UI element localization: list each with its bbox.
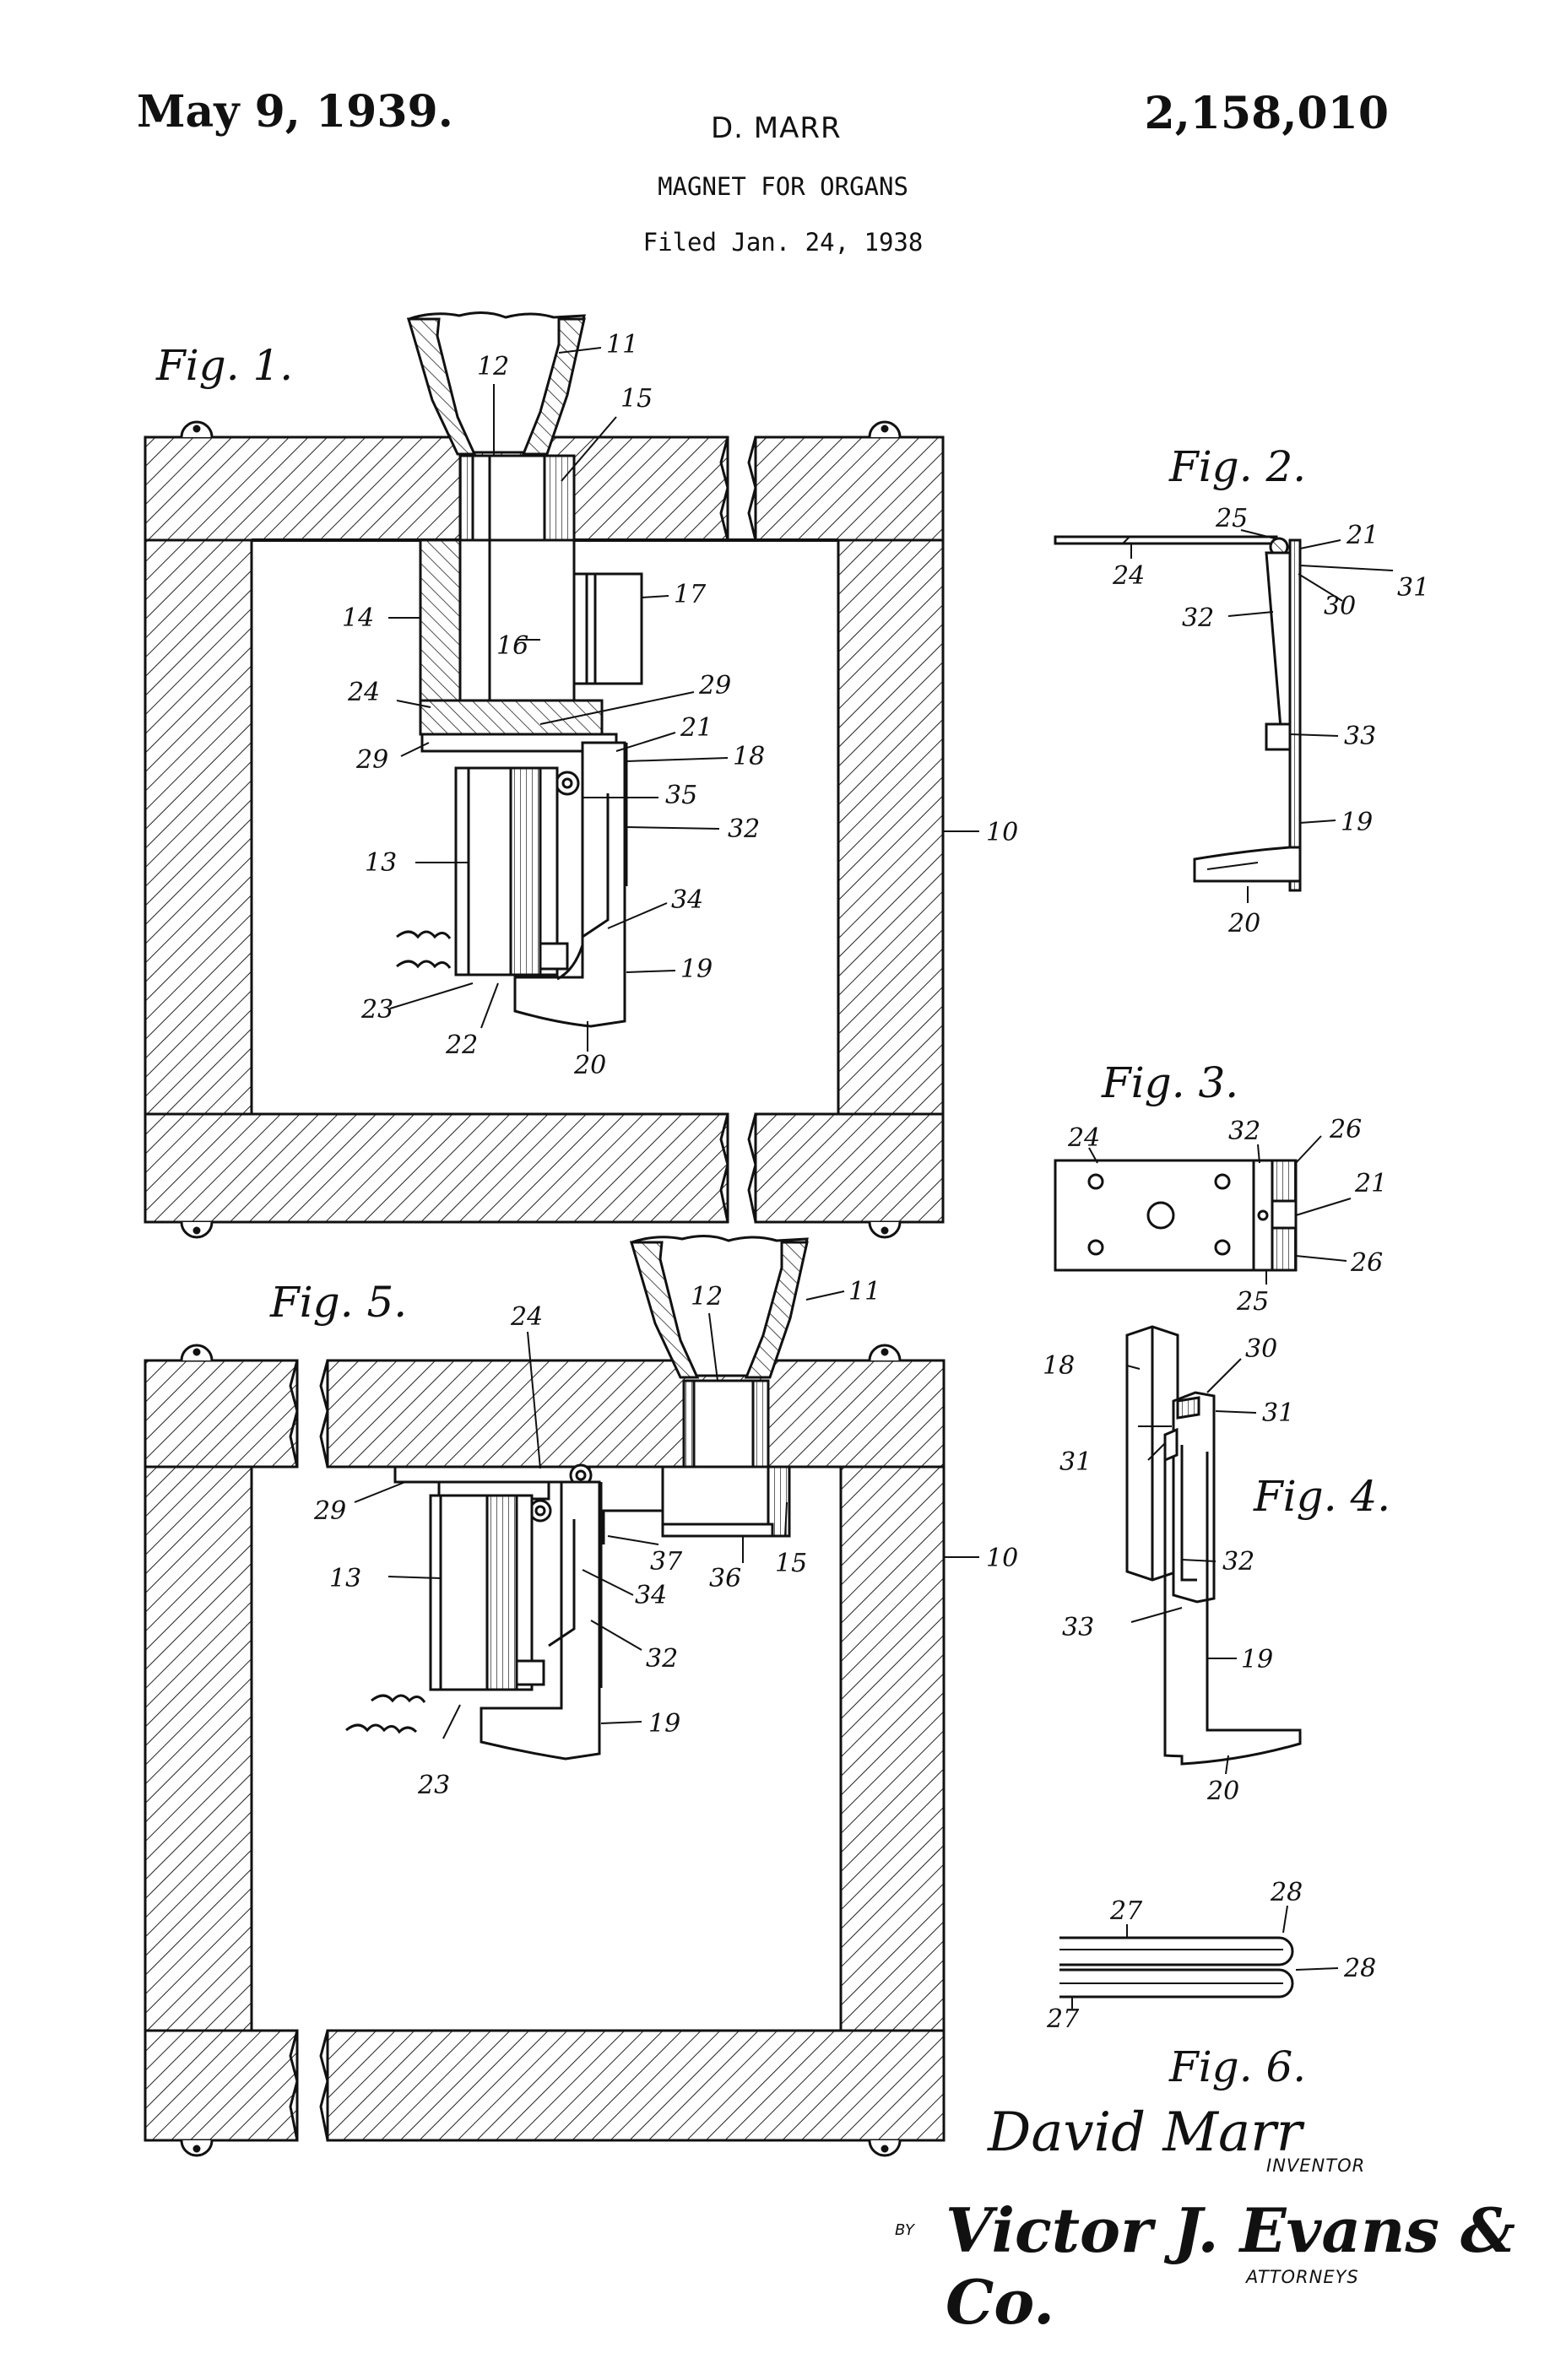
fig2-label: 33 — [1344, 722, 1376, 751]
fig2-drawing — [1054, 529, 1394, 903]
fig1-drawing — [144, 311, 979, 1239]
patent-date: May 9, 1939. — [137, 86, 453, 138]
fig2-label: 19 — [1341, 808, 1373, 837]
fig2-title: Fig. 2. — [1168, 442, 1306, 491]
fig6-label: 28 — [1270, 1878, 1303, 1907]
fig6-label: 27 — [1046, 2004, 1080, 2034]
fig4-label: 30 — [1245, 1334, 1277, 1364]
fig1-label: 35 — [665, 781, 697, 810]
fig1-label: 32 — [728, 814, 760, 844]
fig5-label: 32 — [646, 1644, 678, 1674]
fig5-label: 24 — [510, 1302, 543, 1332]
inventor-role: INVENTOR — [1266, 2156, 1366, 2176]
fig1-label: 29 — [355, 745, 388, 775]
fig5-label: 12 — [691, 1282, 723, 1312]
fig5-label: 15 — [775, 1549, 807, 1578]
fig5-label: 29 — [313, 1496, 346, 1526]
fig4-label: 31 — [1262, 1398, 1294, 1428]
fig2-label: 25 — [1215, 504, 1248, 533]
fig5-drawing — [144, 1235, 979, 2157]
fig5-label: 23 — [417, 1771, 450, 1800]
fig3-label: 25 — [1236, 1287, 1269, 1317]
inventor-header: D. MARR — [711, 111, 842, 145]
fig5-label: 11 — [848, 1277, 881, 1306]
inventor-signature: David Marr — [988, 2101, 1303, 2164]
fig3-label: 26 — [1329, 1115, 1362, 1144]
fig3-label: 26 — [1350, 1248, 1383, 1278]
fig6-title: Fig. 6. — [1168, 2042, 1306, 2091]
fig4-title: Fig. 4. — [1253, 1472, 1390, 1521]
fig3-label: 21 — [1354, 1169, 1387, 1198]
fig4-drawing — [1125, 1325, 1302, 1775]
fig5-label: 37 — [650, 1547, 683, 1577]
fig4-label: 19 — [1241, 1645, 1273, 1674]
fig3-drawing — [1054, 1135, 1352, 1285]
fig1-label: 21 — [680, 713, 713, 743]
by-label: BY — [895, 2221, 915, 2239]
filed-date: Filed Jan. 24, 1938 — [642, 228, 924, 257]
fig2-label: 21 — [1346, 521, 1379, 550]
fig1-label: 17 — [674, 580, 707, 609]
fig4-label: 18 — [1043, 1351, 1075, 1381]
fig3-title: Fig. 3. — [1101, 1058, 1238, 1107]
fig1-label: 19 — [680, 955, 713, 984]
fig5-title: Fig. 5. — [269, 1278, 407, 1327]
fig5-label: 34 — [635, 1581, 667, 1610]
fig3-label: 32 — [1228, 1117, 1260, 1146]
fig1-label: 15 — [620, 384, 653, 414]
fig4-label: 31 — [1059, 1447, 1092, 1477]
fig2-label: 31 — [1397, 573, 1429, 603]
fig5-label: 19 — [648, 1709, 680, 1739]
fig1-label: 10 — [986, 818, 1018, 847]
fig1-title: Fig. 1. — [155, 341, 293, 390]
fig2-label: 30 — [1324, 592, 1356, 621]
fig1-label: 34 — [671, 885, 703, 915]
fig1-label: 23 — [360, 995, 393, 1025]
patent-title: MAGNET FOR ORGANS — [658, 172, 908, 201]
fig1-label: 14 — [342, 603, 374, 633]
fig1-label: 16 — [496, 631, 528, 661]
fig5-label: 10 — [986, 1544, 1018, 1573]
fig4-label: 20 — [1206, 1777, 1239, 1806]
fig1-label: 13 — [365, 848, 397, 878]
fig1-label: 24 — [347, 678, 380, 707]
fig6-label: 28 — [1343, 1954, 1376, 1983]
fig4-label: 32 — [1222, 1547, 1254, 1577]
fig2-label: 24 — [1112, 561, 1145, 591]
fig2-label: 32 — [1182, 603, 1214, 633]
fig1-label: 22 — [445, 1030, 478, 1060]
attorney-signature: Victor J. Evans & Co. — [946, 2194, 1515, 2338]
fig5-label: 13 — [329, 1564, 361, 1593]
fig3-label: 24 — [1067, 1123, 1100, 1153]
fig1-label: 18 — [733, 742, 765, 771]
fig6-label: 27 — [1109, 1896, 1143, 1926]
fig1-label: 20 — [573, 1051, 606, 1080]
patent-number: 2,158,010 — [1144, 88, 1389, 139]
fig6-drawing — [1059, 1905, 1339, 2009]
fig5-label: 36 — [709, 1564, 741, 1593]
fig1-label: 12 — [477, 352, 509, 381]
fig1-label: 29 — [698, 671, 731, 700]
fig4-label: 33 — [1062, 1613, 1094, 1642]
fig2-label: 20 — [1227, 909, 1260, 938]
fig1-label: 11 — [606, 330, 638, 360]
attorneys-role: ATTORNEYS — [1246, 2267, 1359, 2287]
